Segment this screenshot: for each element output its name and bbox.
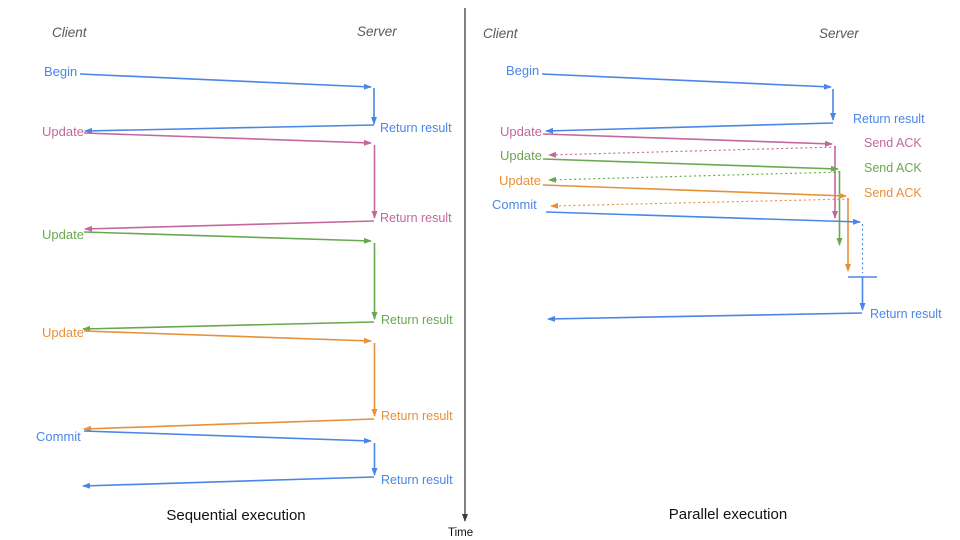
- server-header: Server: [357, 24, 397, 39]
- response-label: Return result: [870, 307, 942, 321]
- sequential-panel: Client Server Begin Return result Update…: [36, 24, 453, 524]
- par-message-update-2: Update Send ACK: [500, 148, 922, 246]
- response-label: Send ACK: [864, 136, 922, 150]
- par-message-begin: Begin Return result: [506, 63, 925, 134]
- request-arrow: [542, 184, 847, 199]
- response-arrow: [84, 220, 375, 232]
- panel-title: Sequential execution: [166, 507, 305, 524]
- request-arrow: [541, 73, 832, 90]
- request-arrow: [542, 133, 833, 147]
- panel-title: Parallel execution: [669, 506, 787, 523]
- par-message-update-1: Update Send ACK: [500, 124, 922, 219]
- request-arrow: [83, 430, 372, 444]
- response-arrow: [83, 418, 375, 432]
- response-label: Send ACK: [864, 186, 922, 200]
- request-label: Update: [42, 227, 84, 242]
- time-axis: Time: [448, 8, 473, 539]
- request-arrow: [542, 158, 839, 172]
- response-label: Return result: [380, 121, 452, 135]
- request-label: Update: [499, 173, 541, 188]
- parallel-panel: Client Server Begin Return result Update…: [483, 26, 942, 523]
- server-header: Server: [819, 26, 859, 41]
- request-label: Begin: [506, 63, 539, 78]
- time-axis-label: Time: [448, 527, 473, 539]
- request-label: Update: [42, 325, 84, 340]
- response-label: Return result: [381, 409, 453, 423]
- response-label: Send ACK: [864, 161, 922, 175]
- response-label: Return result: [853, 112, 925, 126]
- response-arrow: [547, 312, 863, 322]
- response-label: Return result: [381, 313, 453, 327]
- response-arrow: [82, 476, 375, 489]
- seq-message-commit: Commit Return result: [36, 429, 453, 489]
- request-arrow: [545, 211, 861, 225]
- request-arrow: [83, 330, 372, 344]
- par-message-commit: Commit Return result: [492, 197, 942, 322]
- ack-arrow: [548, 146, 837, 158]
- request-label: Update: [42, 124, 84, 139]
- seq-message-update-2: Update Return result: [42, 227, 453, 332]
- seq-message-update-1: Update Return result: [42, 124, 452, 232]
- request-label: Update: [500, 148, 542, 163]
- client-header: Client: [483, 26, 519, 41]
- ack-arrow: [550, 198, 850, 209]
- response-arrow: [82, 321, 375, 332]
- response-arrow: [84, 124, 375, 134]
- response-arrow: [545, 122, 834, 134]
- request-arrow: [83, 231, 372, 244]
- response-label: Return result: [380, 211, 452, 225]
- client-header: Client: [52, 25, 88, 40]
- ack-arrow: [548, 171, 841, 183]
- request-label: Begin: [44, 64, 77, 79]
- request-arrow: [79, 73, 372, 90]
- request-label: Commit: [492, 197, 537, 212]
- request-label: Update: [500, 124, 542, 139]
- seq-message-begin: Begin Return result: [44, 64, 452, 135]
- request-arrow: [83, 132, 372, 146]
- response-label: Return result: [381, 473, 453, 487]
- par-message-update-3: Update Send ACK: [499, 173, 922, 272]
- seq-message-update-3: Update Return result: [42, 325, 453, 432]
- request-label: Commit: [36, 429, 81, 444]
